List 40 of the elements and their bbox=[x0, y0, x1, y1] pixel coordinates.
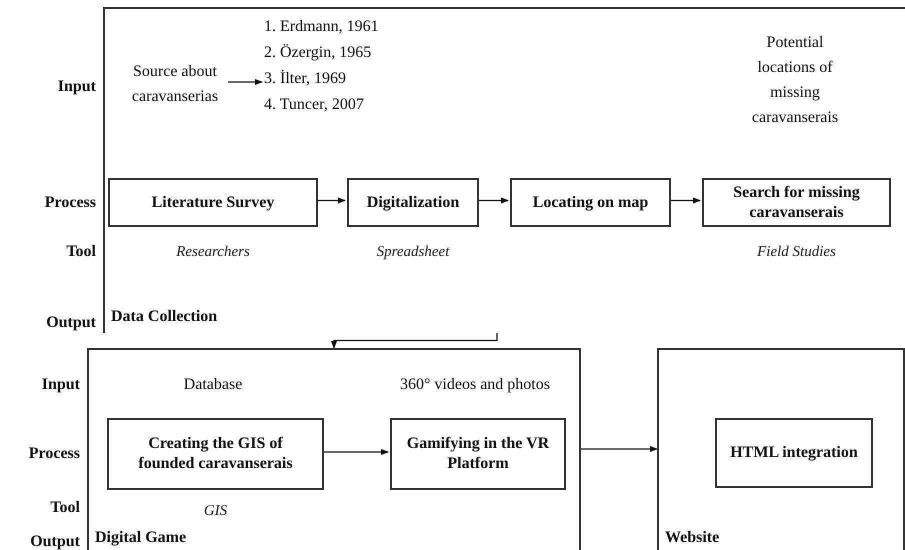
stage-panel bbox=[87, 348, 581, 550]
row-label: Output bbox=[45, 313, 96, 333]
arrow bbox=[669, 198, 701, 204]
process-box: Creating the GIS of founded caravanserais bbox=[107, 418, 324, 490]
arrow bbox=[322, 449, 389, 455]
reference-item: 4. Tuncer, 2007 bbox=[264, 95, 365, 115]
input-label: Database bbox=[182, 375, 244, 395]
stage-panel bbox=[103, 7, 905, 333]
process-box: Digitalization bbox=[347, 178, 479, 227]
stage-panel bbox=[657, 348, 905, 550]
process-box: HTML integration bbox=[715, 418, 873, 488]
row-label: Process bbox=[44, 193, 96, 213]
arrow bbox=[331, 333, 498, 349]
input-label: Potential locations of missing caravanserais bbox=[750, 33, 840, 128]
arrow bbox=[316, 198, 346, 204]
reference-item: 2. Özergin, 1965 bbox=[264, 43, 372, 63]
process-box: Search for missing caravanserais bbox=[702, 178, 891, 227]
row-label: Tool bbox=[49, 498, 80, 518]
tool-label: Spreadsheet bbox=[376, 243, 451, 262]
output-label: Website bbox=[665, 528, 720, 548]
row-label: Output bbox=[29, 532, 80, 550]
source-text: Source about caravanserias bbox=[120, 42, 230, 126]
tool-label: Field Studies bbox=[756, 243, 837, 262]
tool-label: GIS bbox=[202, 502, 228, 521]
row-label: Input bbox=[40, 375, 80, 395]
process-box: Gamifying in the VR Platform bbox=[390, 418, 566, 490]
process-box: Literature Survey bbox=[108, 178, 318, 227]
arrow bbox=[477, 198, 509, 204]
input-label: 360° videos and photos bbox=[399, 375, 551, 395]
reference-item: 3. İlter, 1969 bbox=[264, 68, 348, 89]
tool-label: Researchers bbox=[175, 243, 251, 262]
output-label: Data Collection bbox=[111, 307, 218, 327]
output-label: Digital Game bbox=[95, 528, 186, 548]
row-label: Tool bbox=[65, 242, 96, 262]
row-label: Process bbox=[28, 444, 80, 464]
row-label: Input bbox=[56, 77, 96, 97]
arrow bbox=[581, 446, 658, 452]
arrow bbox=[228, 79, 263, 85]
reference-item: 1. Erdmann, 1961 bbox=[264, 17, 380, 37]
process-box: Locating on map bbox=[510, 178, 671, 227]
